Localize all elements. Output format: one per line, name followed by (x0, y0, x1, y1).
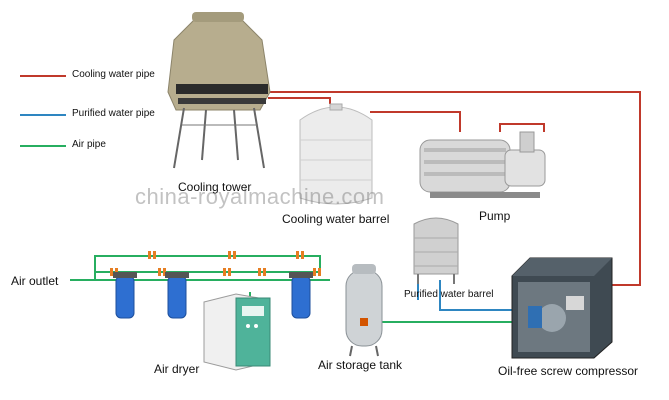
legend-purified-label: Purified water pipe (72, 108, 155, 119)
cooling-tower-label: Cooling tower (178, 180, 251, 194)
compressor-label: Oil-free screw compressor (498, 364, 638, 378)
air-dryer-graphic (204, 294, 270, 370)
purified-water-barrel-label: Purified water barrel (404, 289, 493, 300)
legend-air-label: Air pipe (72, 139, 106, 150)
cooling-tower-graphic (168, 12, 270, 168)
pump-label: Pump (479, 209, 510, 223)
legend-cooling-label: Cooling water pipe (72, 69, 155, 80)
air-storage-tank-graphic (346, 264, 382, 356)
air-outlet-label: Air outlet (11, 274, 58, 288)
compressor-graphic (512, 258, 612, 358)
pump-graphic (420, 132, 545, 198)
air-storage-tank-label: Air storage tank (318, 358, 402, 372)
air-dryer-label: Air dryer (154, 362, 199, 376)
cooling-water-barrel-label: Cooling water barrel (282, 212, 389, 226)
purified-water-barrel-graphic (414, 218, 458, 284)
watermark: china-royalmachine.com (135, 184, 384, 210)
